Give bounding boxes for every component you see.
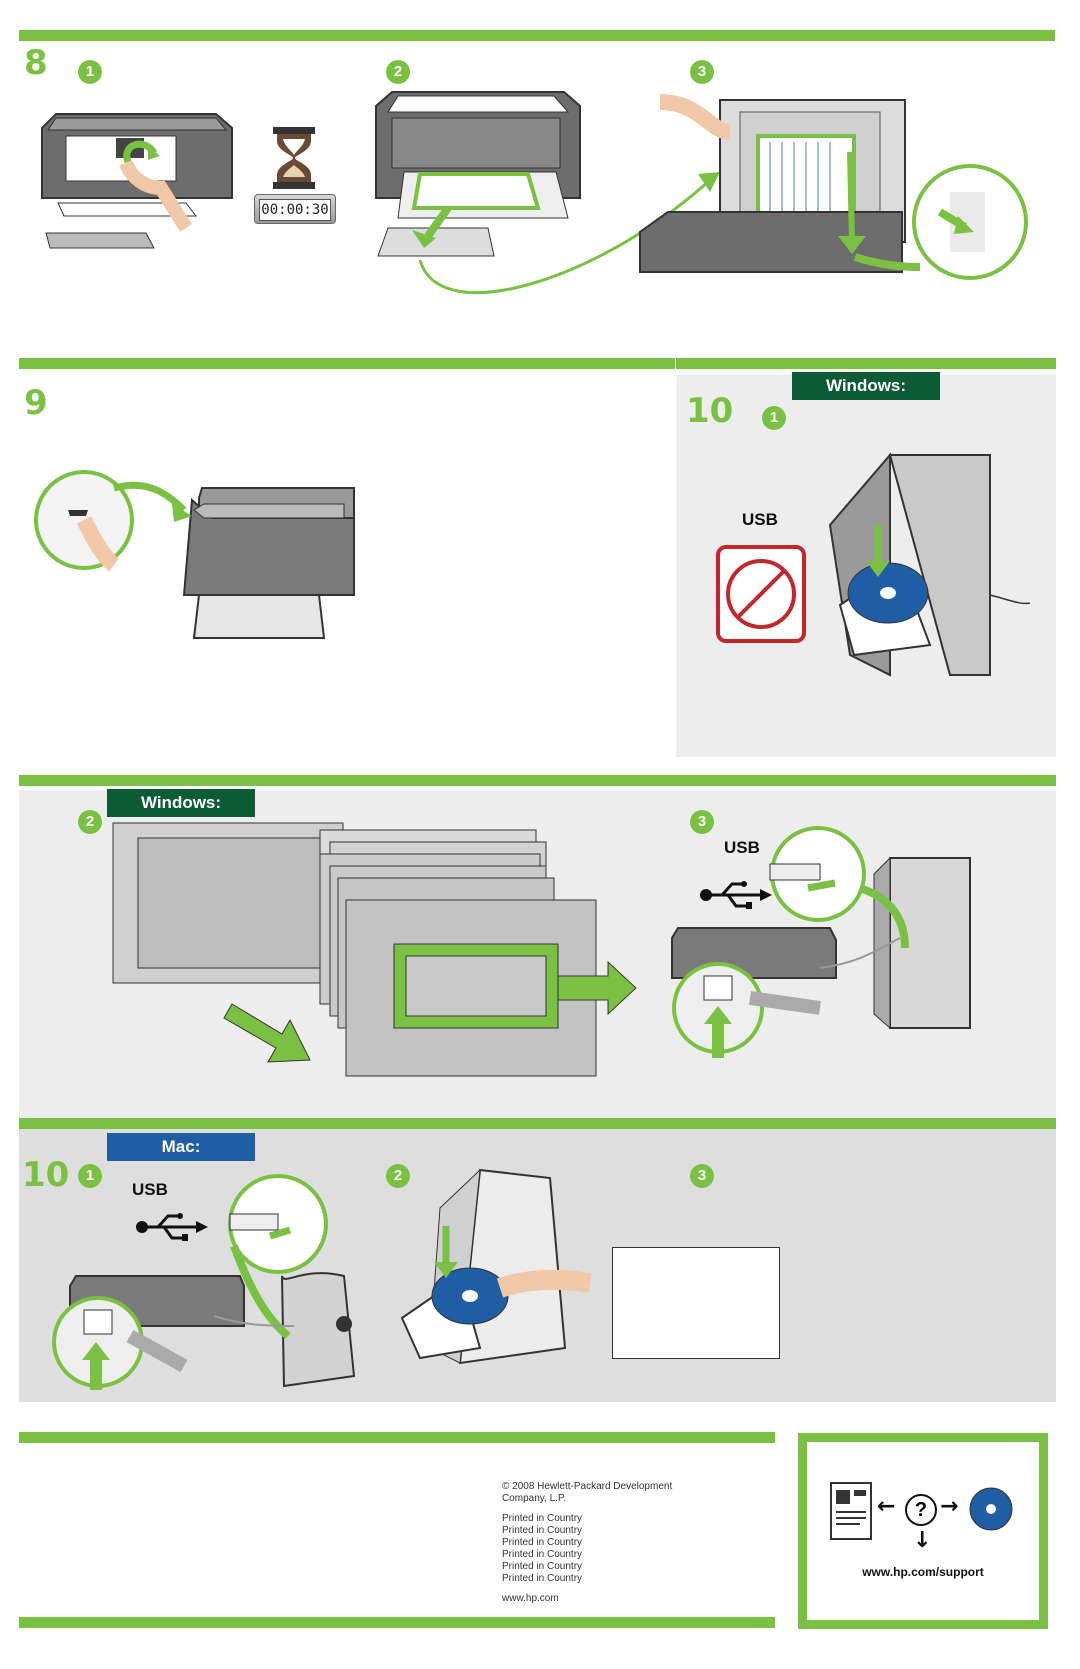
step8-sub3-badge: 3: [690, 60, 714, 84]
printed-in-2: Printed in Country: [502, 1525, 583, 1536]
step10-mac-number: 10: [22, 1155, 70, 1195]
hourglass-icon: [273, 127, 315, 189]
printer-open-cartridge-illustration: [41, 113, 233, 249]
step10-windows-number: 10: [686, 391, 734, 431]
copyright-line1: © 2008 Hewlett-Packard Development: [502, 1481, 673, 1492]
printed-in-6: Printed in Country: [502, 1573, 583, 1584]
step10-mac-sub3-badge: 3: [690, 1164, 714, 1188]
step10-windows-usb-label: USB: [742, 510, 778, 529]
step10-windows-tag: Windows:: [792, 372, 940, 400]
help-question-icon: ?: [905, 1494, 937, 1526]
footer-top-bar: [19, 1432, 775, 1443]
scanner-lid-open-illustration: [639, 94, 1028, 280]
countdown-timer-text: 00:00:30: [259, 199, 331, 221]
installer-screens-stack: [112, 822, 637, 1077]
printed-in-3: Printed in Country: [502, 1537, 583, 1548]
usb-cable-connection-illustration: [671, 826, 971, 1058]
no-usb-prohibited-icon: [716, 545, 806, 643]
step10-windows-cont-tag: Windows:: [107, 789, 255, 817]
footer-bottom-bar: [19, 1617, 775, 1628]
printed-in-4: Printed in Country: [502, 1549, 583, 1560]
step8-number: 8: [24, 43, 48, 83]
step10-windows-cont-sub3-badge: 3: [690, 810, 714, 834]
support-guide-document-icon: [830, 1482, 872, 1540]
power-button-press-illustration: [34, 470, 355, 639]
step8-top-bar: [19, 30, 1055, 41]
left-arrow-icon: ←: [877, 1494, 896, 1519]
step10-windows-cont-usb-label: USB: [724, 838, 760, 857]
step8-sub2-badge: 2: [386, 60, 410, 84]
step8-sub1-badge: 1: [78, 60, 102, 84]
mac-cd-insert-illustration: [400, 1168, 592, 1365]
support-cd-icon: [969, 1487, 1013, 1531]
printed-in-1: Printed in Country: [502, 1513, 583, 1524]
step10-mac-top-bar: [19, 1118, 1056, 1129]
step10-mac-tag: Mac:: [107, 1133, 255, 1161]
right-arrow-icon: →: [940, 1494, 959, 1519]
support-url-link[interactable]: www.hp.com/support: [862, 1565, 984, 1579]
mac-usb-connection-illustration: [52, 1174, 356, 1390]
step10-windows-cont-top-bar: [19, 775, 1056, 786]
step10-windows-sub1-badge: 1: [762, 406, 786, 430]
hp-website-link[interactable]: www.hp.com: [502, 1593, 559, 1604]
step10-mac-sub2-badge: 2: [386, 1164, 410, 1188]
countdown-timer: 00:00:30: [254, 194, 336, 224]
step9-top-bar: [19, 358, 675, 369]
mac-installer-screen-placeholder: [612, 1247, 780, 1359]
printed-in-5: Printed in Country: [502, 1561, 583, 1572]
support-box: [798, 1433, 1048, 1629]
usb-symbol-icon-mac: [136, 1213, 208, 1241]
step10-windows-cont-sub2-badge: 2: [78, 810, 102, 834]
printer-paper-output-illustration: [375, 91, 581, 257]
step9-number: 9: [24, 383, 48, 423]
computer-cd-insert-illustration: [828, 452, 1031, 677]
copyright-line2: Company, L.P.: [502, 1493, 567, 1504]
step10-mac-usb-label: USB: [132, 1180, 168, 1199]
usb-symbol-icon: [700, 881, 772, 909]
step10-windows-top-bar: [676, 358, 1056, 369]
step10-mac-sub1-badge: 1: [78, 1164, 102, 1188]
down-arrow-icon: ↓: [913, 1528, 932, 1553]
